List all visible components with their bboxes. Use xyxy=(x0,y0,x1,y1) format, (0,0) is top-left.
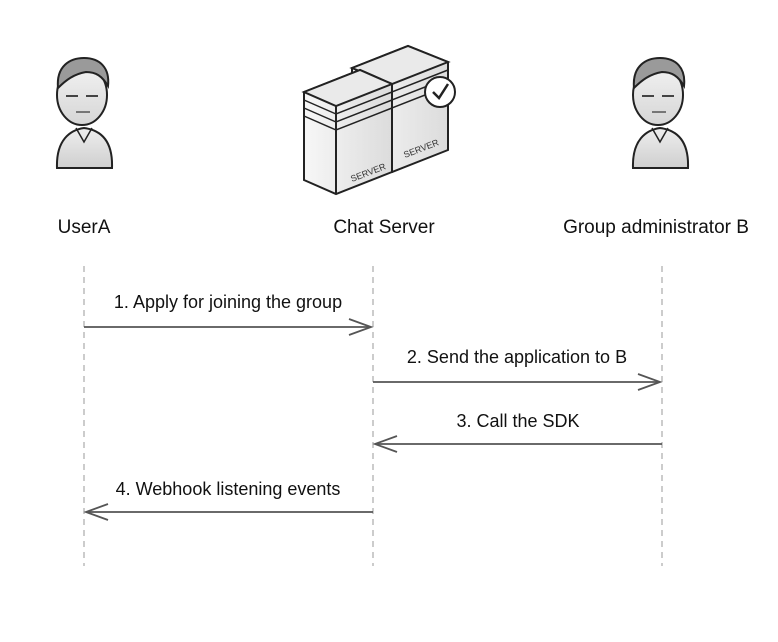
user-a-icon xyxy=(55,56,114,169)
message-label-2: 2. Send the application to B xyxy=(406,347,628,367)
message-label-3: 3. Call the SDK xyxy=(456,411,580,431)
arrow-1 xyxy=(84,318,374,336)
actor-label-chat-server: Chat Server xyxy=(333,217,435,238)
server-icon: SERVER SERVER xyxy=(301,44,456,196)
message-label-4: 4. Webhook listening events xyxy=(115,479,341,499)
admin-b-icon xyxy=(631,56,690,169)
arrow-4 xyxy=(83,503,373,521)
message-label-1: 1. Apply for joining the group xyxy=(113,292,343,312)
arrow-3 xyxy=(372,435,662,453)
arrow-2 xyxy=(373,373,663,391)
actor-label-admin-b: Group administrator B xyxy=(563,217,749,238)
actor-label-user-a: UserA xyxy=(57,217,111,238)
